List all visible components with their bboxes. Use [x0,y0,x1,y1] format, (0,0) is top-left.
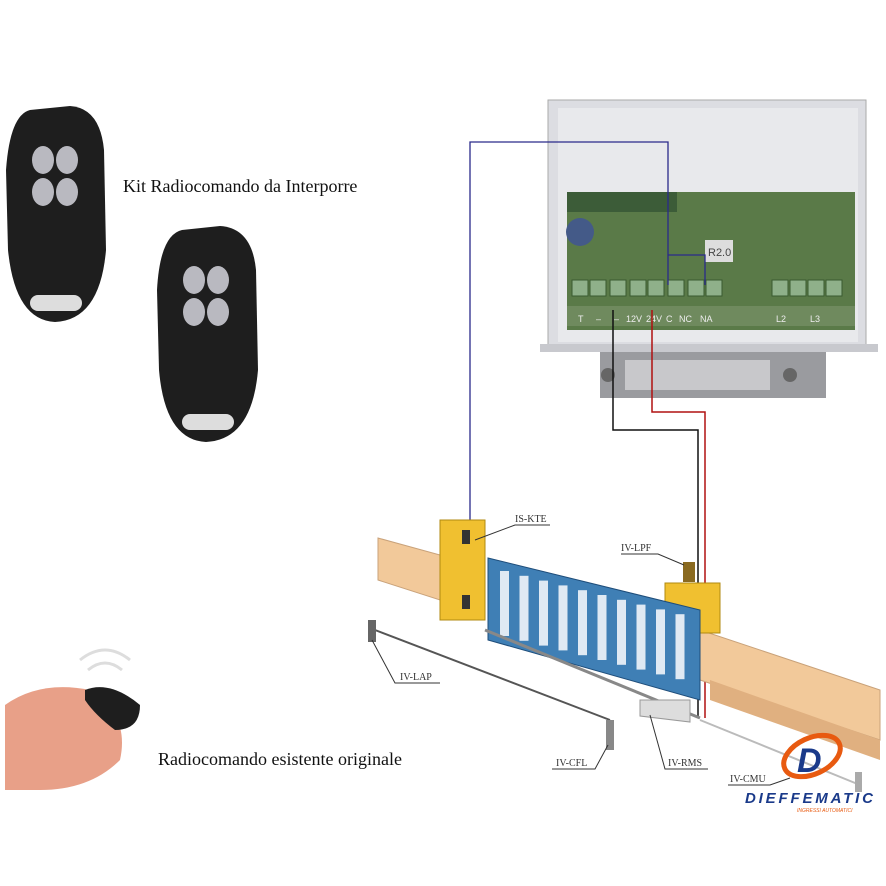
terminal-label: L3 [810,314,820,324]
wires [469,141,706,718]
terminal-block [825,279,843,297]
terminal-block [807,279,825,297]
terminal-block [687,279,705,297]
terminal-label: – [614,314,619,324]
gate-slot [519,575,529,641]
gate-slot [539,580,548,646]
terminal-block [629,279,647,297]
gate-scene [368,519,881,792]
gate-slot [558,585,568,651]
hand-with-remote [5,648,140,790]
label-iv-lpf: IV-LPF [621,543,652,554]
svg-text:DIEFFEMATIC: DIEFFEMATIC [745,790,874,807]
control-box: R2.0 [540,99,878,398]
terminal-block [571,279,589,297]
terminal-block [647,279,665,297]
gate-slot [656,609,665,675]
label-iv-cmu: IV-CMU [730,774,767,785]
gate-slot [500,571,509,636]
gate-slot [636,604,646,670]
caption-kit: Kit Radiocomando da Interporre [123,176,358,196]
terminal-block [705,279,723,297]
terminal-label: NA [700,314,713,324]
remote-kit-1 [6,106,106,322]
terminal-label: L2 [776,314,786,324]
caption-existing-remote: Radiocomando esistente originale [158,749,402,769]
terminal-block [589,279,607,297]
label-is-kte: IS-KTE [515,514,547,525]
terminal-label: 12V [626,314,642,324]
label-iv-rms: IV-RMS [668,758,702,769]
terminal-block [789,279,807,297]
svg-text:INGRESSI AUTOMATICI: INGRESSI AUTOMATICI [797,808,853,814]
terminal-label: NC [679,314,692,324]
board-label: R2.0 [708,247,731,259]
terminal-block [609,279,627,297]
remote-kit-2 [157,226,258,442]
gate-slot [578,590,587,656]
terminal-block [771,279,789,297]
terminal-block [667,279,685,297]
terminal-label: T [578,314,584,324]
gate-slot [617,599,626,665]
terminal-label: 24V [646,314,662,324]
terminal-label: – [596,314,601,324]
label-iv-lap: IV-LAP [400,672,432,683]
gate-slot [597,595,607,660]
gate-slot [675,614,685,680]
terminal-label: C [666,314,673,324]
svg-text:D: D [797,742,822,780]
component-labels: IS-KTE IV-LPF IV-LAP IV-CFL IV-RMS IV-CM… [371,514,791,786]
label-iv-cfl: IV-CFL [556,758,587,769]
